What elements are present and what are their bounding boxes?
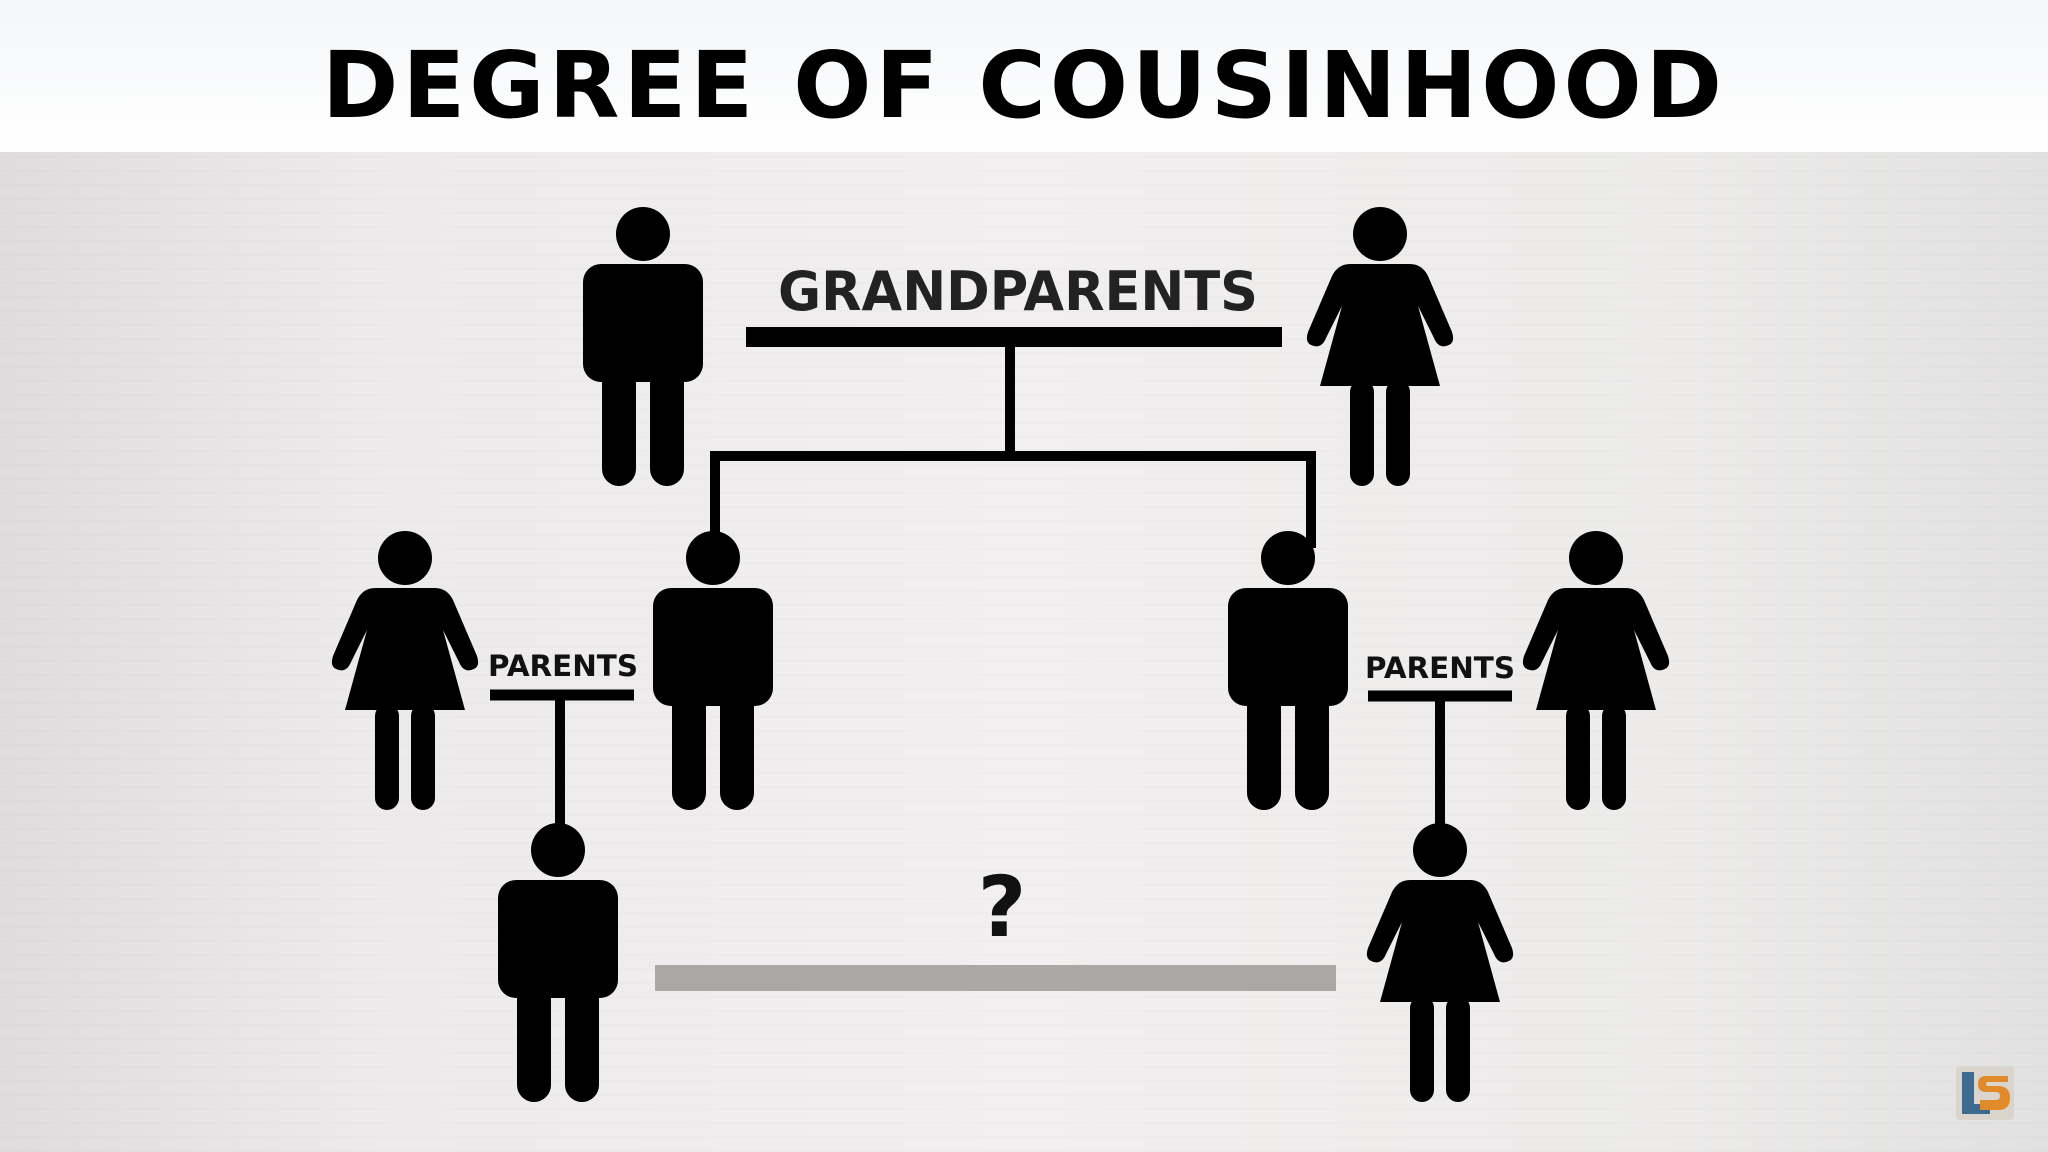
female-figure-icon xyxy=(331,531,479,810)
female-figure-icon xyxy=(1306,207,1454,486)
male-figure-icon xyxy=(1228,531,1348,810)
title-banner: DEGREE OF COUSINHOOD xyxy=(0,0,2048,152)
question-mark: ? xyxy=(978,858,1027,956)
male-figure-icon xyxy=(583,207,703,486)
page-title: DEGREE OF COUSINHOOD xyxy=(321,32,1727,139)
female-figure-icon xyxy=(1522,531,1670,810)
female-figure-icon xyxy=(1366,823,1514,1102)
grandparents-label: GRANDPARENTS xyxy=(778,260,1258,323)
male-figure-icon xyxy=(653,531,773,810)
parents-left-label: PARENTS xyxy=(488,649,638,683)
ls-logo-icon xyxy=(1956,1066,2014,1120)
tree-connectors xyxy=(490,327,1512,828)
male-figure-icon xyxy=(498,823,618,1102)
parents-right-label: PARENTS xyxy=(1365,651,1515,685)
